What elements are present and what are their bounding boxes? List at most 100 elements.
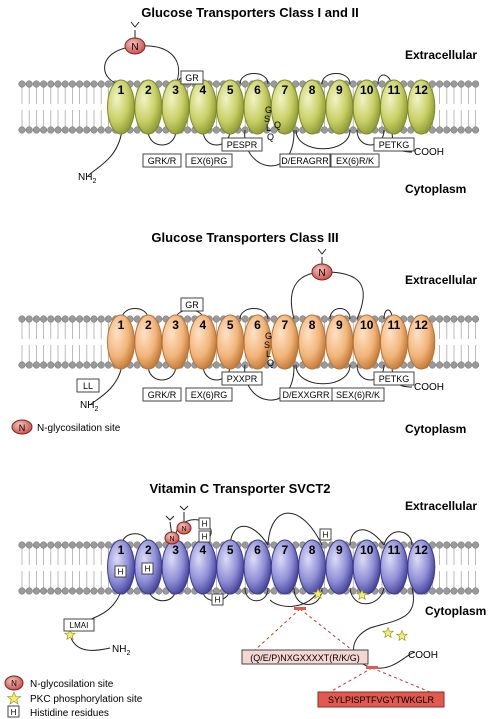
lipid-head — [54, 315, 62, 323]
lipid-head — [97, 361, 105, 369]
lipid-head — [18, 361, 26, 369]
lipid-head — [61, 361, 69, 369]
motifs: GR GRK/R EX(6)RG PESPR D/ERAGRR EX(6)R/K… — [142, 70, 415, 168]
motif-gslq-q: Q — [267, 132, 274, 142]
lipid-head — [104, 80, 112, 88]
lipid-head — [184, 315, 192, 323]
lipid-head — [241, 80, 249, 88]
lipid-head — [25, 361, 33, 369]
motif-grk: GRK/R — [148, 156, 177, 166]
lipid-head — [54, 541, 62, 549]
lipid-head — [457, 541, 465, 549]
helix-number: 1 — [118, 83, 125, 97]
histidine-marker: H — [202, 533, 208, 542]
lipid-head — [133, 315, 141, 323]
legend-histidine-label: Histidine residues — [30, 708, 109, 719]
helix-number: 6 — [254, 543, 261, 557]
lipid-head — [184, 361, 192, 369]
motif-q: Q — [274, 120, 281, 130]
lipid-head — [97, 126, 105, 134]
lipid-head — [212, 315, 220, 323]
lipid-head — [76, 126, 84, 134]
motif-pxxpr: PXXPR — [227, 374, 258, 384]
lipid-head — [76, 587, 84, 595]
panel-title: Glucose Transporters Class III — [151, 230, 338, 245]
lipid-head — [83, 541, 91, 549]
helix-number: 6 — [254, 83, 261, 97]
glyco-marker: N — [169, 536, 174, 543]
glyco-marker: N — [131, 42, 138, 53]
lipid-head — [212, 361, 220, 369]
lipid-head — [18, 126, 26, 134]
lipid-head — [76, 361, 84, 369]
histidine-residues: H H H H H H — [114, 517, 332, 606]
helix-number: 12 — [415, 543, 429, 557]
lipid-head — [349, 541, 357, 549]
motif-dexxgrr: D/EXXGRR — [282, 390, 330, 400]
lipid-head — [90, 361, 98, 369]
lipid-head — [450, 126, 458, 134]
motif-deragrr: D/ERAGRR — [281, 156, 329, 166]
helix-1: 1 — [107, 79, 135, 135]
lipid-head — [450, 80, 458, 88]
lipid-head — [349, 126, 357, 134]
helix-4: 4 — [188, 79, 217, 135]
lipid-head — [83, 361, 91, 369]
helix-number: 9 — [336, 83, 343, 97]
motif-gslq-l: L — [266, 123, 271, 133]
lipid-head — [212, 126, 220, 134]
helix-number: 3 — [172, 543, 179, 557]
motif-gslq-s: S — [264, 114, 270, 124]
lipid-head — [76, 80, 84, 88]
lipid-head — [133, 361, 141, 369]
lipid-head — [90, 315, 98, 323]
motif-gslq-g: G — [265, 331, 272, 341]
helix-number: 7 — [281, 318, 288, 332]
lipid-head — [18, 541, 26, 549]
carboxy-terminus: COOH — [414, 382, 444, 393]
legend-pkc-label: PKC phosphorylation site — [30, 694, 143, 705]
extracellular-label: Extracellular — [405, 499, 477, 513]
lipid-head — [32, 80, 40, 88]
lipid-head — [40, 541, 48, 549]
lipid-head — [61, 315, 69, 323]
motif-nxg: (Q/E/P)NXGXXXXT(R/K/G) — [250, 653, 360, 663]
helix-10: 10 — [352, 79, 381, 135]
helix-2: 2 — [134, 79, 163, 135]
lipid-head — [443, 126, 451, 134]
lipid-head — [18, 315, 26, 323]
helix-number: 3 — [172, 83, 179, 97]
motif-lmai: LMAI — [70, 621, 89, 630]
pkc-star-icon — [355, 588, 369, 601]
helix-7: 7 — [270, 539, 299, 595]
glycosylation-site: N — [124, 21, 146, 55]
lipid-head — [40, 361, 48, 369]
lipid-head — [212, 80, 220, 88]
helix-number: 10 — [360, 543, 374, 557]
motif-sex6rk: SEX(6)R/K — [336, 390, 380, 400]
helix-4: 4 — [188, 539, 217, 595]
lipid-head — [436, 587, 444, 595]
motif-gslq-s: S — [264, 340, 270, 350]
lipid-head — [436, 315, 444, 323]
lipid-head — [428, 587, 436, 595]
helix-5: 5 — [216, 79, 245, 135]
lipid-head — [32, 315, 40, 323]
lipid-head — [76, 541, 84, 549]
lipid-head — [54, 587, 62, 595]
lipid-head — [47, 126, 55, 134]
lipid-head — [90, 541, 98, 549]
helix-number: 5 — [227, 83, 234, 97]
lipid-head — [472, 587, 480, 595]
helix-number: 4 — [200, 318, 207, 332]
helix-12: 12 — [407, 314, 436, 370]
lipid-head — [25, 315, 33, 323]
lipid-head — [443, 541, 451, 549]
lipid-head — [90, 587, 98, 595]
motif-pointers — [254, 608, 431, 693]
lipid-head — [155, 587, 163, 595]
lipid-head — [61, 587, 69, 595]
lipid-head — [97, 541, 105, 549]
lipid-head — [464, 80, 472, 88]
